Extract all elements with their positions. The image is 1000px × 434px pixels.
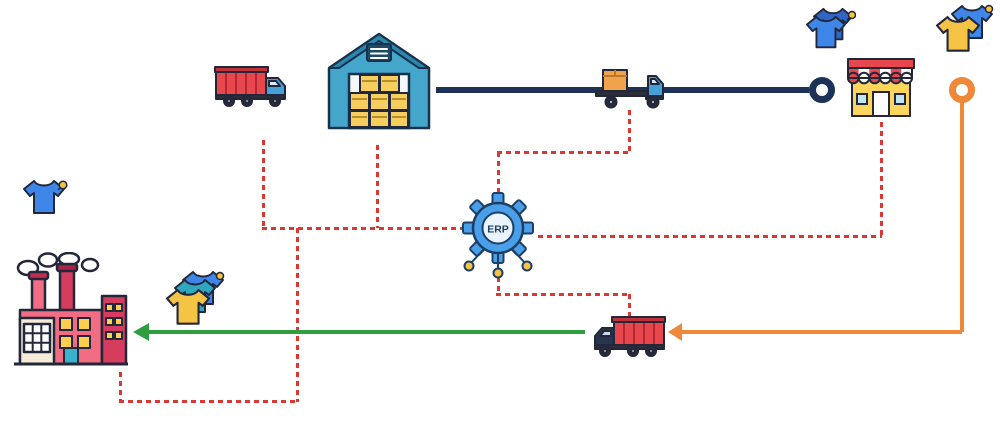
customer-return-line-horizontal (680, 330, 962, 334)
erp-link-factory-vertical (296, 228, 299, 402)
cargo-truck-icon (590, 314, 666, 358)
erp-link-left-horizontal (262, 227, 462, 230)
erp-link-delivery-truck-vertical (628, 110, 631, 153)
erp-link-supplier-truck-vertical (262, 140, 265, 228)
erp-link-factory-riser (119, 372, 122, 402)
erp-link-right-horizontal (538, 235, 882, 238)
erp-link-top-horizontal (497, 151, 630, 154)
tshirt-icon (22, 174, 68, 220)
tshirts-icon (166, 268, 228, 330)
distribution-endpoint-node (809, 77, 835, 103)
tshirts-icon (936, 2, 996, 56)
erp-gear-icon: ERP (455, 190, 541, 282)
tshirts-icon (806, 6, 856, 54)
erp-link-warehouse-vertical (376, 145, 379, 228)
erp-link-gear-top-vertical (497, 152, 500, 194)
factory-icon (12, 252, 130, 370)
store-icon (846, 52, 916, 120)
customer-return-line-vertical (960, 102, 964, 332)
return-to-factory-line (148, 330, 585, 334)
erp-link-bottom-horizontal (496, 293, 630, 296)
warehouse-icon (325, 28, 433, 134)
customer-node (949, 77, 975, 103)
cargo-truck-icon (214, 64, 292, 108)
orange-arrowhead (668, 323, 682, 341)
erp-link-returns-truck-vertical (628, 294, 631, 316)
delivery-truck-icon (594, 64, 666, 110)
erp-link-store-vertical (880, 122, 883, 237)
erp-label: ERP (487, 224, 509, 236)
erp-link-gear-bottom-vertical (497, 277, 500, 294)
green-arrowhead (133, 323, 149, 341)
erp-link-factory-horizontal (119, 400, 299, 403)
